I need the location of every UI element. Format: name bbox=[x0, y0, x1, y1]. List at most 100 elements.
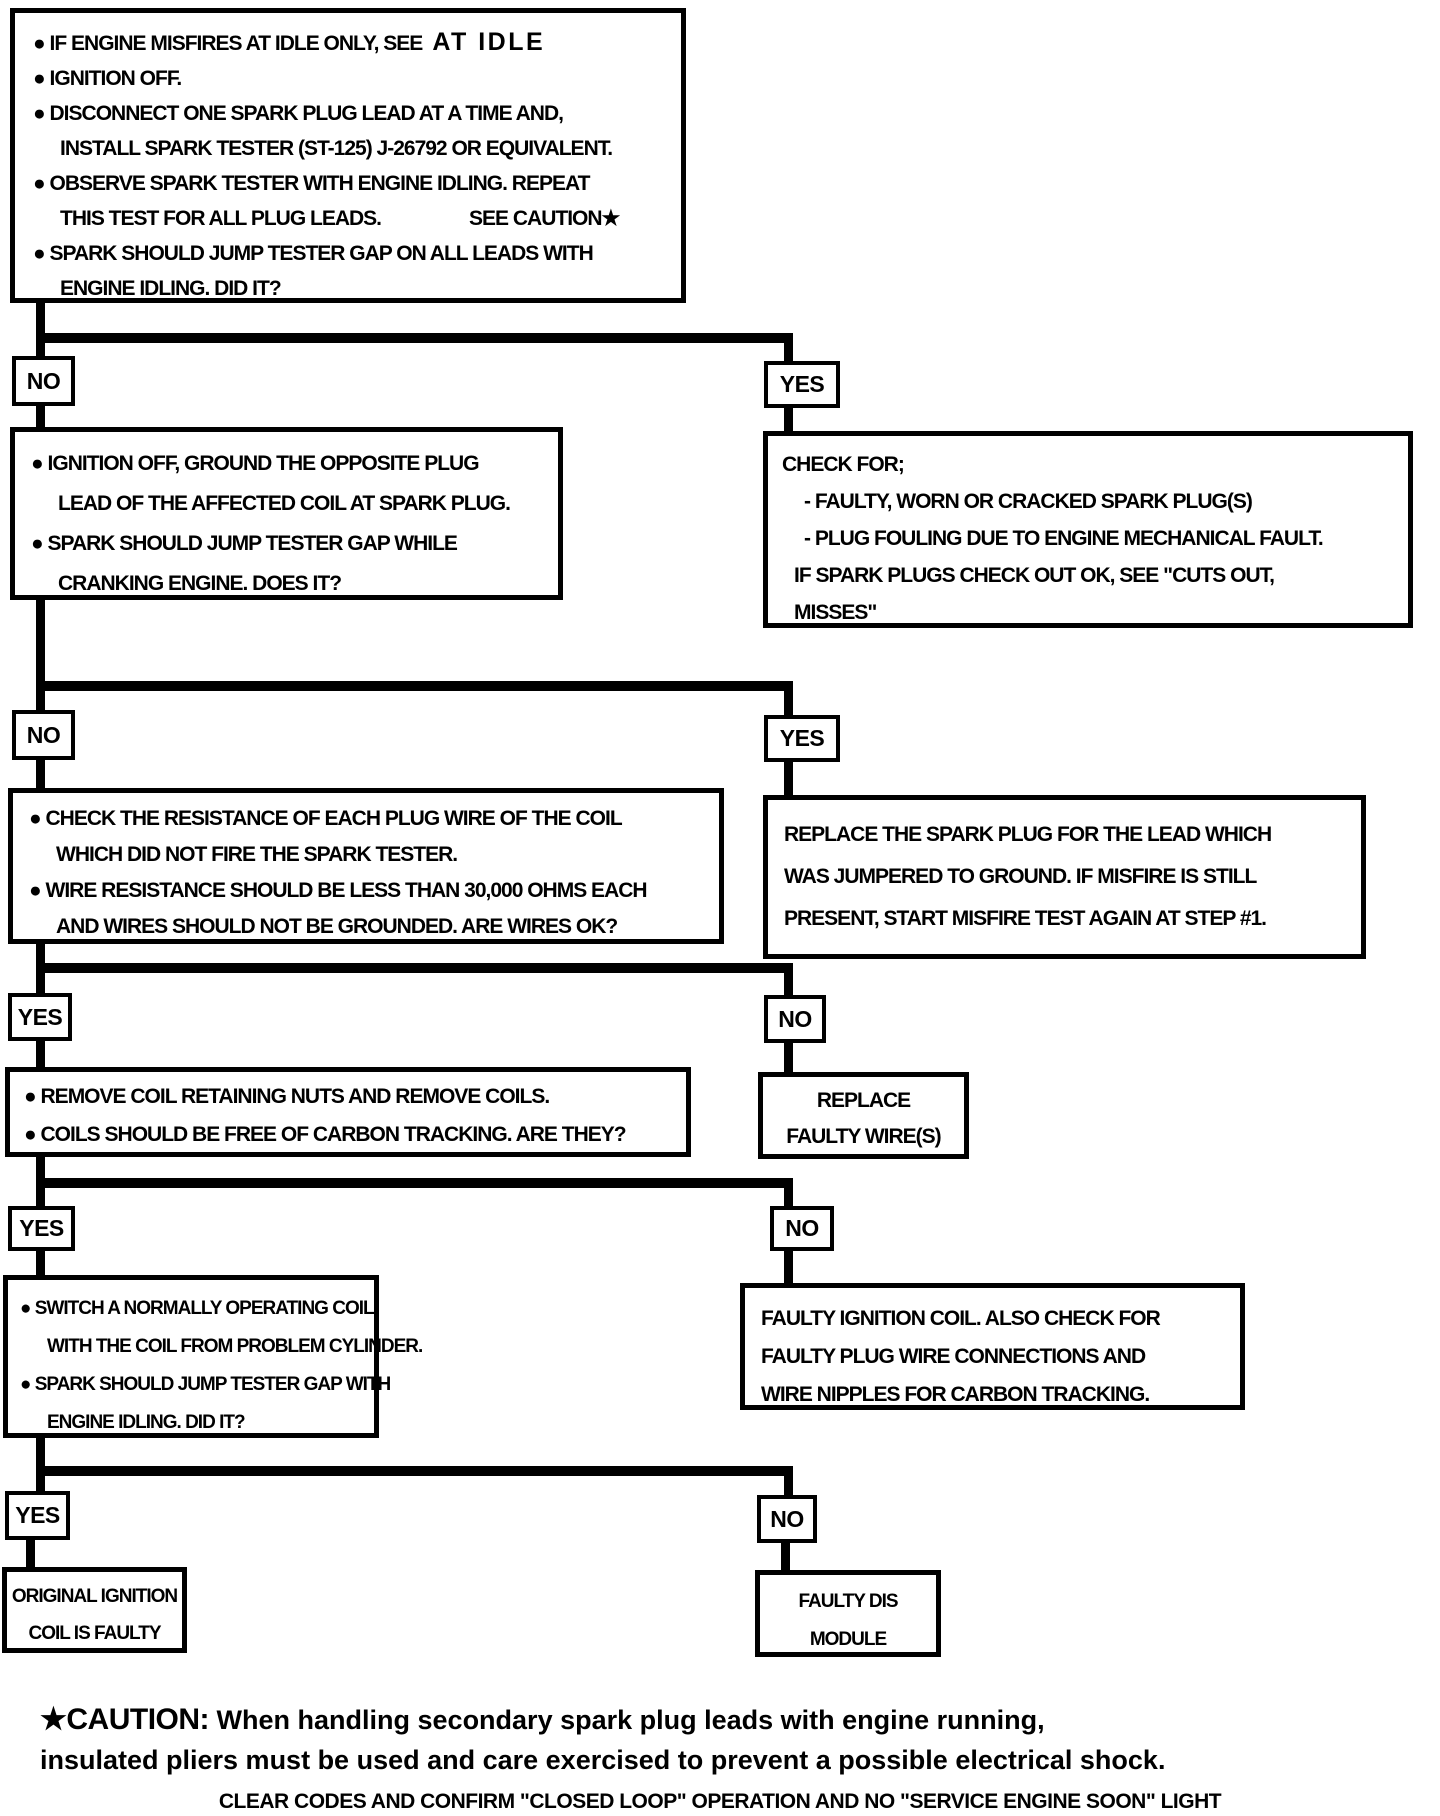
branch-label: YES bbox=[15, 1502, 60, 1528]
flow-line: IF SPARK PLUGS CHECK OUT OK, SEE "CUTS O… bbox=[794, 564, 1275, 587]
flow-line: - PLUG FOULING DUE TO ENGINE MECHANICAL … bbox=[804, 527, 1324, 550]
flow-line: ● DISCONNECT ONE SPARK PLUG LEAD AT A TI… bbox=[33, 102, 564, 125]
flow-line: ENGINE IDLING. DID IT? bbox=[60, 277, 282, 300]
branch3-yes: YES bbox=[8, 993, 72, 1041]
flow-line: WITH THE COIL FROM PROBLEM CYLINDER. bbox=[47, 1336, 423, 1357]
flow-line: ● COILS SHOULD BE FREE OF CARBON TRACKIN… bbox=[24, 1123, 627, 1146]
check-resistance-box: ● CHECK THE RESISTANCE OF EACH PLUG WIRE… bbox=[8, 788, 724, 944]
flow-line: REPLACE bbox=[816, 1089, 911, 1112]
caution-line: ★CAUTION: When handling secondary spark … bbox=[40, 1700, 1400, 1740]
branch1-yes: YES bbox=[764, 361, 840, 408]
faulty-dis-module-box: FAULTY DIS MODULE bbox=[755, 1570, 941, 1657]
flow-line: ORIGINAL IGNITION bbox=[11, 1586, 178, 1607]
flow-line: WAS JUMPERED TO GROUND. IF MISFIRE IS ST… bbox=[784, 865, 1257, 888]
branch-label: YES bbox=[17, 1003, 63, 1030]
flow-line: FAULTY WIRE(S) bbox=[786, 1125, 941, 1148]
flow-line: WIRE NIPPLES FOR CARBON TRACKING. bbox=[761, 1383, 1150, 1406]
faulty-ignition-coil-box: FAULTY IGNITION COIL. ALSO CHECK FOR FAU… bbox=[740, 1283, 1245, 1410]
branch4-yes: YES bbox=[8, 1206, 75, 1251]
branch1-no: NO bbox=[12, 356, 75, 406]
branch-label: NO bbox=[785, 1215, 819, 1241]
branch-label: NO bbox=[778, 1005, 812, 1032]
replace-spark-plug-box: REPLACE THE SPARK PLUG FOR THE LEAD WHIC… bbox=[763, 795, 1366, 959]
flow-line: ● CHECK THE RESISTANCE OF EACH PLUG WIRE… bbox=[29, 807, 623, 830]
branch-label: NO bbox=[770, 1505, 804, 1532]
connector bbox=[36, 599, 45, 712]
flow-line: FAULTY DIS bbox=[798, 1591, 898, 1612]
branch4-no: NO bbox=[770, 1206, 834, 1251]
branch5-no: NO bbox=[757, 1495, 817, 1543]
footer-instruction: CLEAR CODES AND CONFIRM "CLOSED LOOP" OP… bbox=[218, 1790, 1222, 1813]
flow-line: ● SPARK SHOULD JUMP TESTER GAP WITH bbox=[20, 1374, 391, 1395]
flow-line: ● IF ENGINE MISFIRES AT IDLE ONLY, SEE AT… bbox=[33, 25, 681, 61]
connector bbox=[784, 963, 793, 997]
branch2-yes: YES bbox=[764, 715, 840, 762]
flow-line: ● SPARK SHOULD JUMP TESTER GAP WHILE bbox=[31, 532, 458, 555]
branch-label: YES bbox=[779, 371, 825, 397]
branch2-no: NO bbox=[12, 710, 75, 760]
flow-line: WHICH DID NOT FIRE THE SPARK TESTER. bbox=[56, 843, 458, 866]
step1-box: ● IF ENGINE MISFIRES AT IDLE ONLY, SEE AT… bbox=[10, 8, 686, 303]
branch-label: NO bbox=[26, 721, 61, 748]
connector bbox=[36, 963, 793, 973]
flow-line: ENGINE IDLING. DID IT? bbox=[47, 1412, 246, 1433]
caution-text: When handling secondary spark plug leads… bbox=[209, 1705, 1045, 1735]
at-idle-reference: AT IDLE bbox=[432, 28, 546, 56]
connector bbox=[36, 302, 45, 358]
flow-line: CRANKING ENGINE. DOES IT? bbox=[58, 572, 342, 595]
caution-note: ★CAUTION: When handling secondary spark … bbox=[40, 1700, 1400, 1780]
flow-line: REPLACE THE SPARK PLUG FOR THE LEAD WHIC… bbox=[784, 823, 1272, 846]
branch-label: YES bbox=[779, 725, 825, 751]
ground-opposite-plug-box: ● IGNITION OFF, GROUND THE OPPOSITE PLUG… bbox=[10, 427, 563, 600]
connector bbox=[784, 681, 793, 717]
connector bbox=[36, 1178, 793, 1188]
flow-line: THIS TEST FOR ALL PLUG LEADS.SEE CAUTION… bbox=[33, 201, 681, 236]
flow-line: FAULTY IGNITION COIL. ALSO CHECK FOR bbox=[761, 1307, 1161, 1330]
caution-label: ★CAUTION: bbox=[40, 1703, 210, 1736]
flow-line: AND WIRES SHOULD NOT BE GROUNDED. ARE WI… bbox=[56, 915, 618, 938]
flow-line: ● OBSERVE SPARK TESTER WITH ENGINE IDLIN… bbox=[33, 172, 590, 195]
branch5-yes: YES bbox=[5, 1491, 70, 1540]
connector bbox=[36, 1466, 793, 1476]
connector bbox=[784, 1250, 793, 1285]
flow-line: ● SWITCH A NORMALLY OPERATING COIL bbox=[20, 1298, 375, 1319]
connector bbox=[36, 1250, 45, 1277]
connector bbox=[784, 407, 793, 433]
remove-coils-box: ● REMOVE COIL RETAINING NUTS AND REMOVE … bbox=[5, 1067, 691, 1157]
flow-text: ● IF ENGINE MISFIRES AT IDLE ONLY, SEE bbox=[33, 32, 423, 55]
flow-line: - FAULTY, WORN OR CRACKED SPARK PLUG(S) bbox=[804, 490, 1253, 513]
replace-faulty-wires-box: REPLACE FAULTY WIRE(S) bbox=[758, 1072, 969, 1159]
flow-text: THIS TEST FOR ALL PLUG LEADS. bbox=[60, 207, 382, 230]
connector bbox=[781, 1542, 790, 1572]
switch-coil-box: ● SWITCH A NORMALLY OPERATING COIL WITH … bbox=[3, 1275, 423, 1438]
flow-line: ● IGNITION OFF, GROUND THE OPPOSITE PLUG bbox=[31, 452, 480, 475]
flow-line: CHECK FOR; bbox=[782, 453, 905, 476]
connector bbox=[36, 681, 793, 691]
flow-line: COIL IS FAULTY bbox=[28, 1623, 161, 1644]
flow-line: ● WIRE RESISTANCE SHOULD BE LESS THAN 30… bbox=[29, 879, 648, 902]
connector bbox=[784, 333, 793, 363]
flow-line: FAULTY PLUG WIRE CONNECTIONS AND bbox=[761, 1345, 1146, 1368]
connector bbox=[36, 405, 45, 429]
flow-line: INSTALL SPARK TESTER (ST-125) J-26792 OR… bbox=[60, 137, 613, 160]
original-coil-faulty-box: ORIGINAL IGNITION COIL IS FAULTY bbox=[2, 1567, 187, 1653]
check-for-box: CHECK FOR; - FAULTY, WORN OR CRACKED SPA… bbox=[763, 431, 1413, 628]
connector bbox=[784, 1042, 793, 1074]
connector bbox=[36, 1040, 45, 1069]
connector bbox=[36, 333, 793, 343]
connector bbox=[26, 1539, 35, 1569]
connector bbox=[784, 1178, 793, 1208]
branch-label: YES bbox=[19, 1215, 64, 1241]
flow-line: ● SPARK SHOULD JUMP TESTER GAP ON ALL LE… bbox=[33, 242, 594, 265]
flow-line: ● IGNITION OFF. bbox=[33, 67, 182, 90]
caution-line: insulated pliers must be used and care e… bbox=[40, 1745, 1166, 1775]
branch-label: NO bbox=[26, 367, 61, 394]
branch3-no: NO bbox=[764, 995, 826, 1043]
flow-line: ● REMOVE COIL RETAINING NUTS AND REMOVE … bbox=[24, 1085, 550, 1108]
connector bbox=[36, 1438, 45, 1493]
connector bbox=[784, 1466, 793, 1497]
flow-line: PRESENT, START MISFIRE TEST AGAIN AT STE… bbox=[784, 907, 1267, 930]
flow-line: LEAD OF THE AFFECTED COIL AT SPARK PLUG. bbox=[58, 492, 511, 515]
flow-line: MISSES" bbox=[794, 601, 877, 624]
